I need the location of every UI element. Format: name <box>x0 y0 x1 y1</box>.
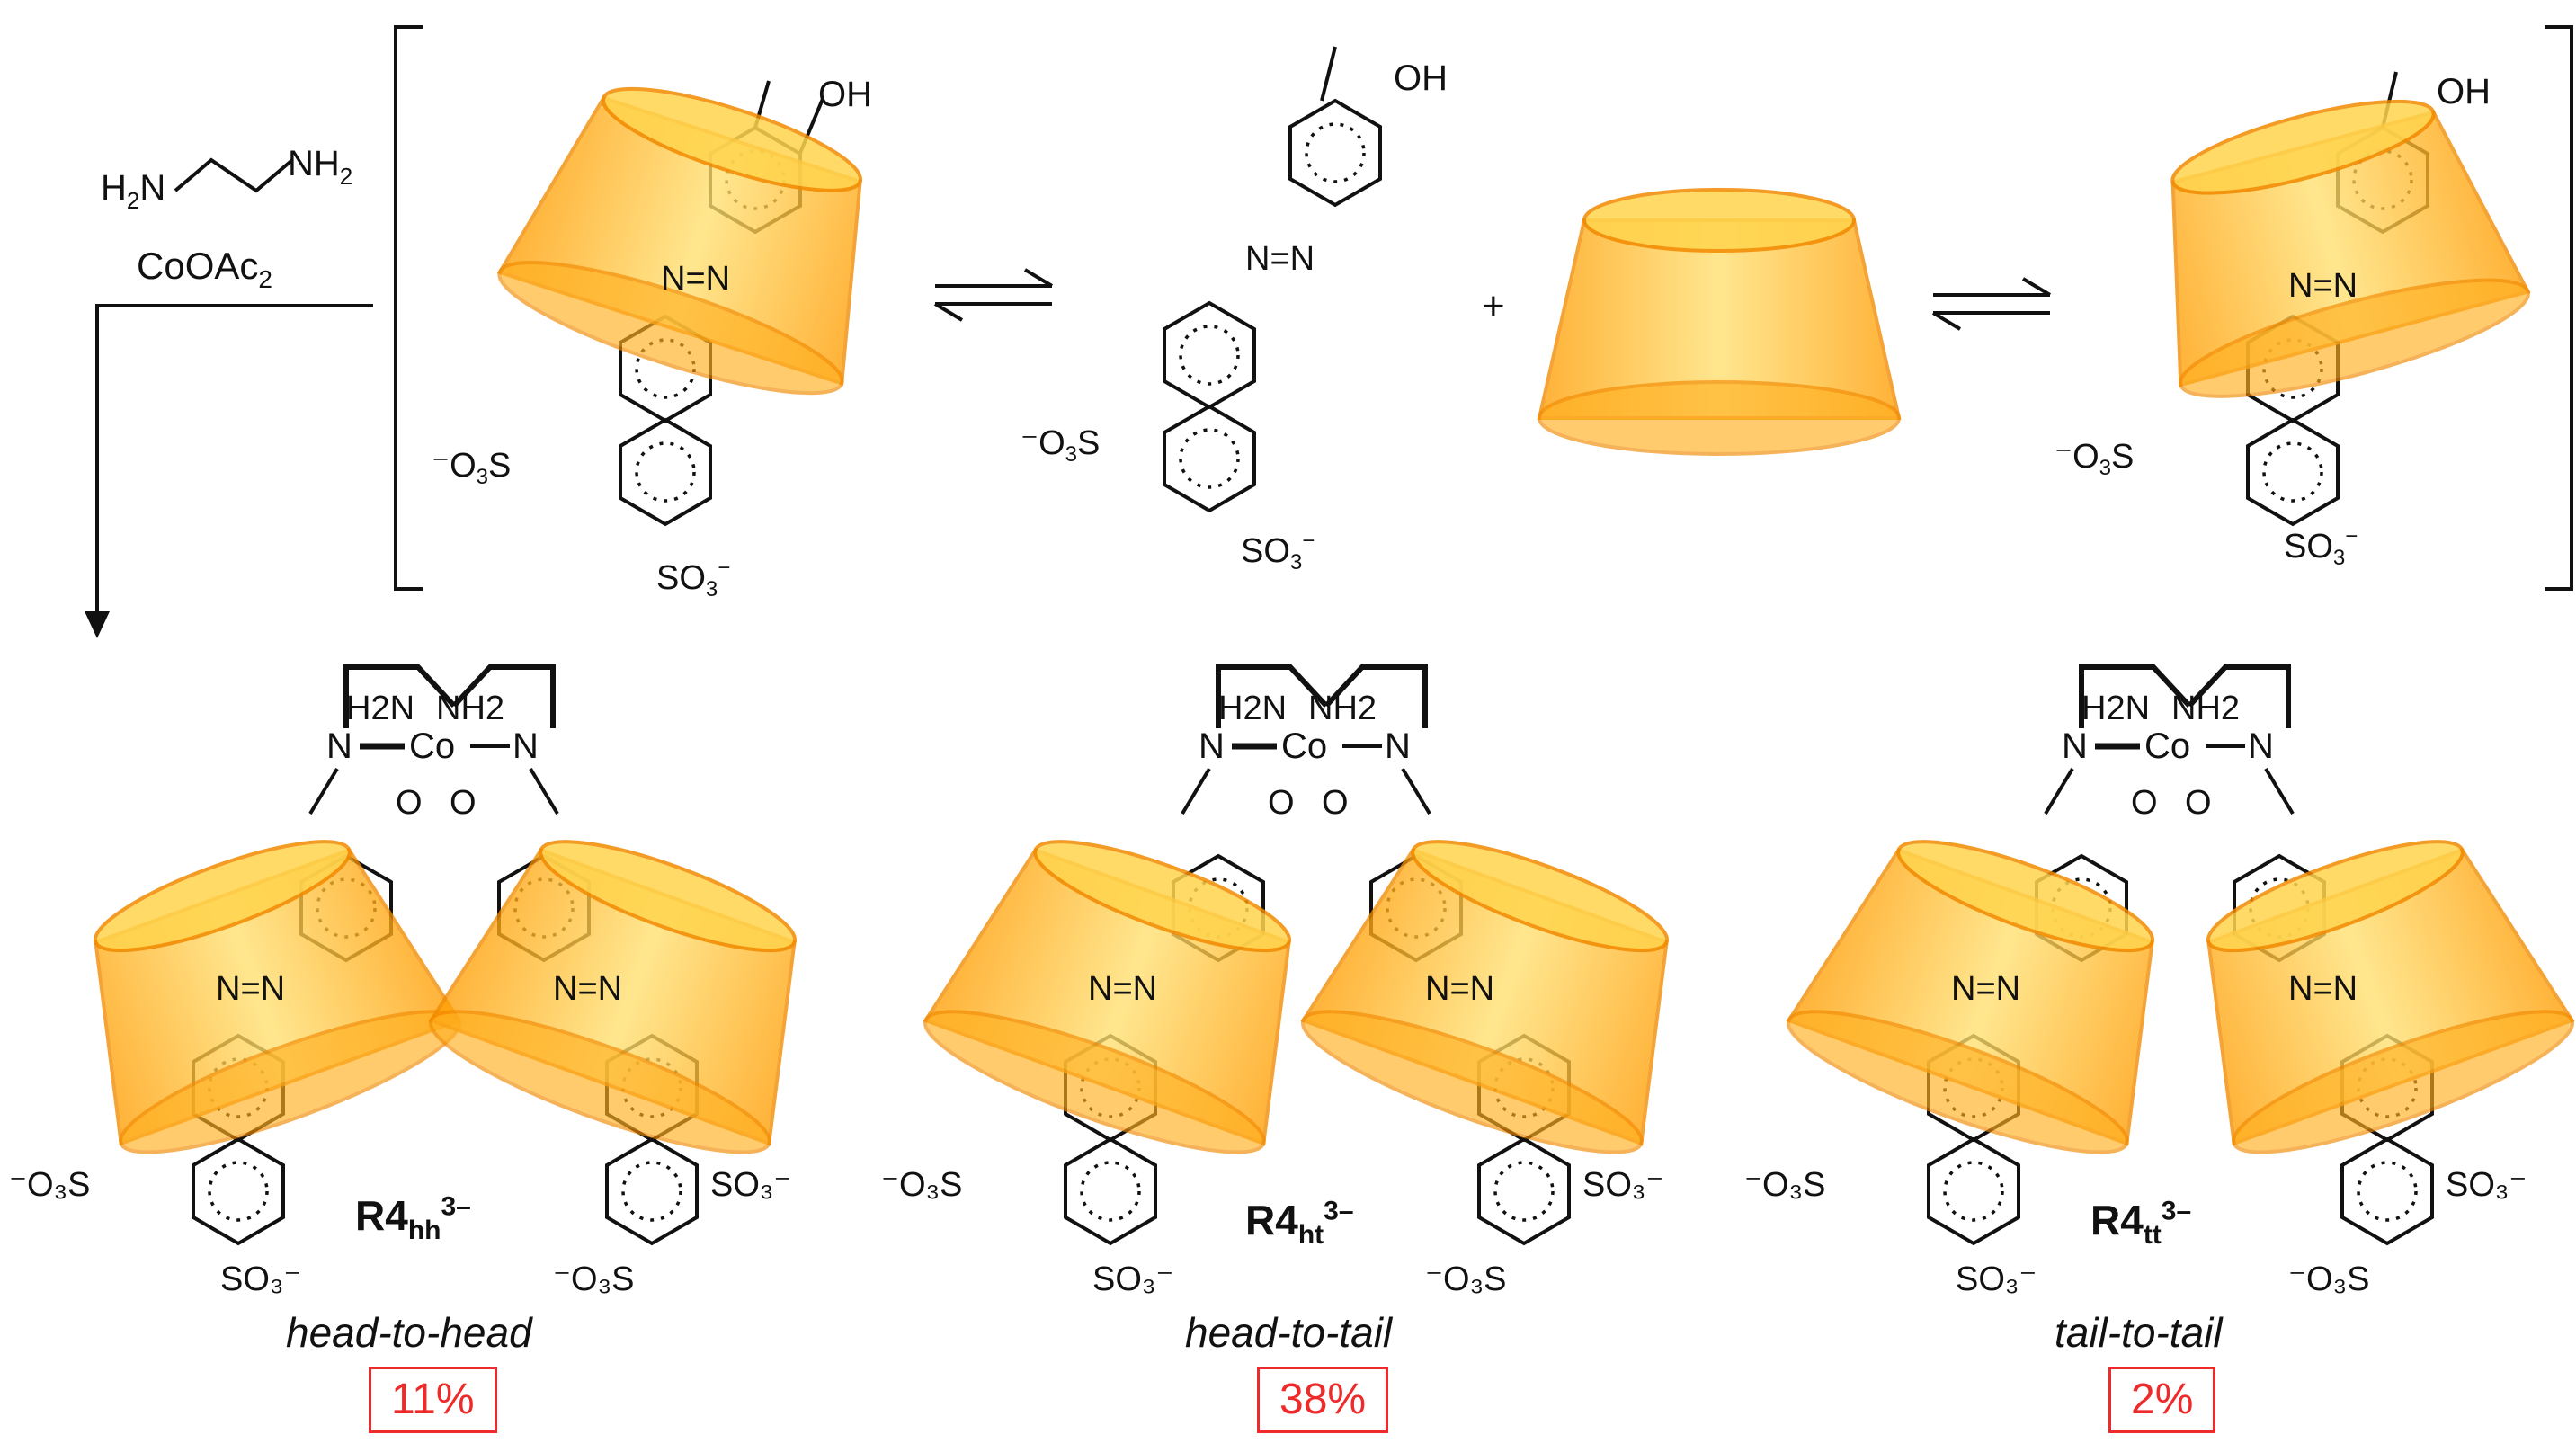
svg-text:⁻O3S: ⁻O3S <box>1021 424 1100 467</box>
svg-text:O: O <box>1322 784 1349 822</box>
cobalt-acetate: CoOAc2 <box>137 245 272 293</box>
svg-text:N=N: N=N <box>661 260 730 298</box>
svg-text:⁻O₃S: ⁻O₃S <box>2288 1260 2369 1298</box>
svg-text:⁻O₃S: ⁻O₃S <box>881 1166 962 1204</box>
svg-text:⁻O₃S: ⁻O₃S <box>1744 1166 1825 1204</box>
svg-text:OH: OH <box>2437 72 2491 111</box>
svg-text:⁻O3S: ⁻O3S <box>2055 438 2134 480</box>
description-ht: head-to-tail <box>1185 1309 1393 1356</box>
svg-text:SO3−: SO3− <box>2284 524 2358 570</box>
svg-text:SO₃⁻: SO₃⁻ <box>710 1166 791 1204</box>
svg-text:N=N: N=N <box>2288 970 2358 1008</box>
svg-text:H2N: H2N <box>2081 690 2150 727</box>
inclusion-complex-1: OH ⁻O3S SO3− N=N <box>432 53 914 601</box>
yield-box-ht: 38% <box>1257 1367 1389 1433</box>
svg-text:SO3−: SO3− <box>656 556 730 601</box>
svg-text:⁻O₃S: ⁻O₃S <box>1425 1260 1506 1298</box>
reagents: H2N NH2 CoOAc2 <box>85 144 373 638</box>
svg-text:SO3−: SO3− <box>1241 529 1315 575</box>
svg-text:N=N: N=N <box>553 970 622 1008</box>
ethylenediamine-bonds <box>174 157 294 193</box>
svg-text:SO₃⁻: SO₃⁻ <box>1092 1260 1173 1298</box>
reaction-arrow <box>95 304 373 625</box>
equilibrium-arrow-1 <box>933 268 1054 322</box>
svg-text:SO₃⁻: SO₃⁻ <box>220 1260 301 1298</box>
svg-text:⁻O₃S: ⁻O₃S <box>553 1260 634 1298</box>
svg-text:N: N <box>1385 726 1411 766</box>
svg-text:N: N <box>1199 726 1225 766</box>
svg-text:N=N: N=N <box>1245 240 1315 278</box>
svg-text:N: N <box>2248 726 2274 766</box>
svg-text:O: O <box>2131 784 2158 822</box>
svg-text:N: N <box>2062 726 2088 766</box>
free-cyclodextrin <box>1538 188 1901 456</box>
svg-text:H2N: H2N <box>1218 690 1287 727</box>
inclusion-complex-2: OH ⁻O3S SO3− N=N <box>2055 69 2540 570</box>
svg-text:⁻O3S: ⁻O3S <box>432 447 511 489</box>
svg-text:SO₃⁻: SO₃⁻ <box>2446 1166 2527 1204</box>
svg-text:H2N: H2N <box>346 690 414 727</box>
svg-text:OH: OH <box>818 75 872 114</box>
svg-text:NH2: NH2 <box>2171 690 2240 727</box>
svg-text:N=N: N=N <box>216 970 285 1008</box>
compound-label-hh: R4hh3– <box>355 1191 471 1246</box>
ethylenediamine-right: NH2 <box>288 144 352 190</box>
svg-text:SO₃⁻: SO₃⁻ <box>1956 1260 2037 1298</box>
svg-text:OH: OH <box>1394 58 1448 98</box>
svg-text:O: O <box>1268 784 1295 822</box>
svg-text:O: O <box>396 784 423 822</box>
compound-label-tt: R4tt3– <box>2090 1196 2192 1251</box>
right-bracket <box>2545 25 2573 591</box>
svg-text:N=N: N=N <box>1088 970 1157 1008</box>
equilibrium-arrow-2 <box>1931 277 2052 331</box>
svg-text:N: N <box>326 726 352 766</box>
svg-text:NH2: NH2 <box>436 690 504 727</box>
svg-text:N=N: N=N <box>1951 970 2020 1008</box>
svg-text:O: O <box>2185 784 2212 822</box>
svg-text:O: O <box>450 784 477 822</box>
ethylenediamine-left: H2N <box>101 168 165 214</box>
reaction-arrowhead <box>85 611 110 638</box>
plus-sign: + <box>1482 284 1505 328</box>
svg-text:N=N: N=N <box>1425 970 1494 1008</box>
description-tt: tail-to-tail <box>2055 1309 2223 1356</box>
svg-text:NH2: NH2 <box>1308 690 1377 727</box>
description-hh: head-to-head <box>286 1309 532 1356</box>
compound-label-ht: R4ht3– <box>1245 1196 1354 1251</box>
svg-text:N=N: N=N <box>2288 267 2358 305</box>
svg-text:Co: Co <box>2144 726 2190 766</box>
svg-text:Co: Co <box>409 726 455 766</box>
yield-box-hh: 11% <box>369 1367 497 1433</box>
left-bracket <box>394 25 423 591</box>
svg-text:N: N <box>513 726 539 766</box>
svg-text:⁻O₃S: ⁻O₃S <box>9 1166 90 1204</box>
free-azo-guest: OH N=N ⁻O3S SO3− <box>1021 46 1448 575</box>
svg-text:SO₃⁻: SO₃⁻ <box>1582 1166 1663 1204</box>
svg-text:Co: Co <box>1281 726 1327 766</box>
yield-box-tt: 2% <box>2108 1367 2216 1433</box>
